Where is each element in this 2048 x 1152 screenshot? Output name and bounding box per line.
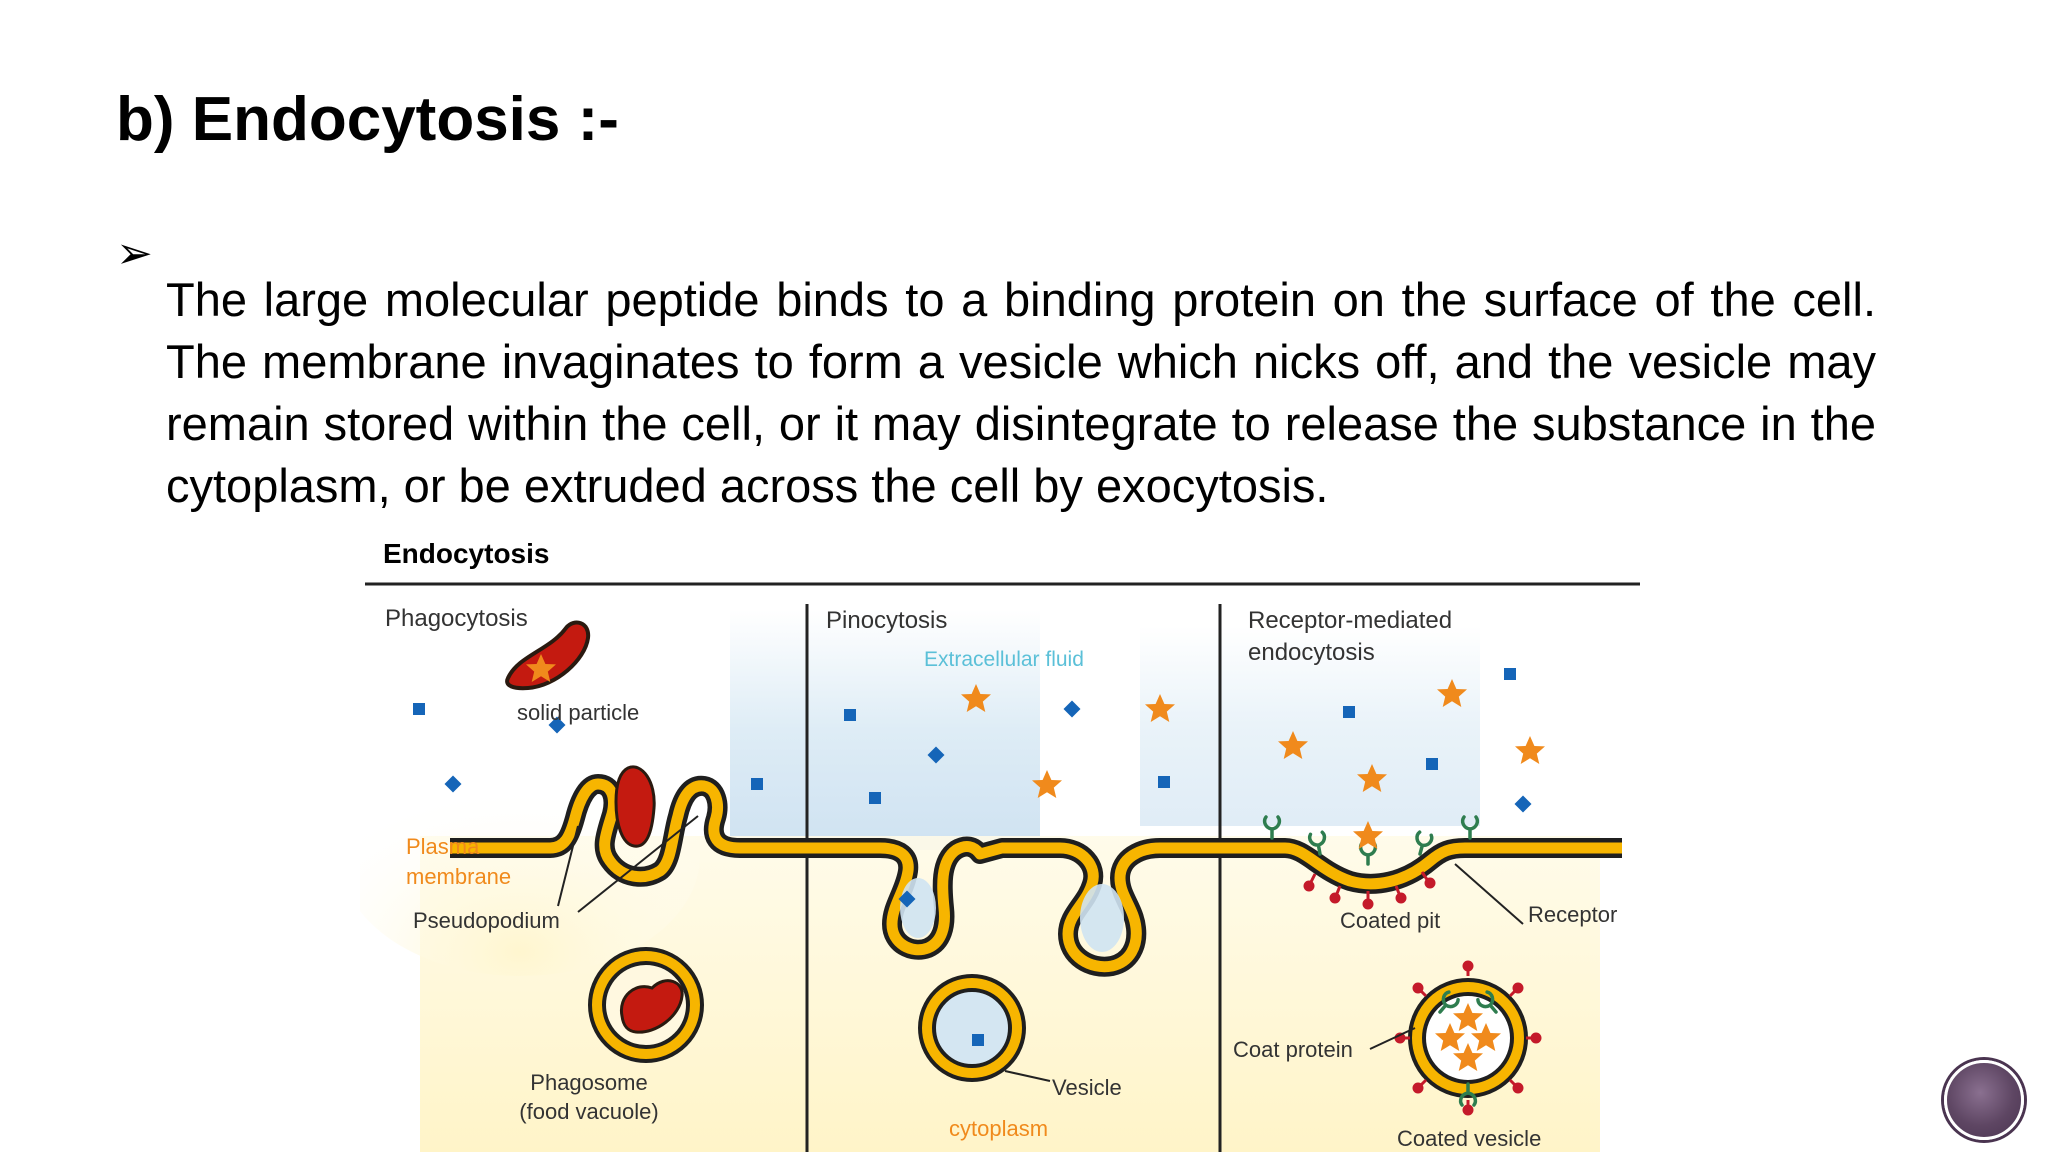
plasma-label: Plasma bbox=[406, 834, 480, 859]
coated-vesicle bbox=[1394, 960, 1542, 1116]
pino-pocket-2 bbox=[1080, 884, 1124, 952]
arrow-bullet-icon: ➢ bbox=[116, 229, 153, 278]
molecules-squares bbox=[413, 668, 1516, 804]
pino-pocket-1 bbox=[900, 878, 936, 938]
receptor-extracellular-wash bbox=[1140, 626, 1480, 826]
membrane-label: membrane bbox=[406, 864, 511, 889]
receptor-heading-line1: Receptor-mediated bbox=[1248, 607, 1452, 634]
receptor-heading-line2: endocytosis bbox=[1248, 639, 1375, 666]
plasma-membrane bbox=[450, 774, 1622, 977]
bullet-text: The large molecular peptide binds to a b… bbox=[166, 273, 1876, 512]
endocytosis-svg: Endocytosis Phagocytosis Pinocytosis Rec… bbox=[360, 538, 1640, 1152]
solid-particle-engulfed bbox=[614, 765, 656, 848]
endocytosis-diagram: Endocytosis Phagocytosis Pinocytosis Rec… bbox=[360, 536, 1640, 1152]
leader-lines bbox=[557, 815, 1524, 1082]
slide-nav-button[interactable] bbox=[1944, 1060, 2024, 1140]
slide-title: b) Endocytosis :- bbox=[116, 85, 619, 154]
solid-particle-label: solid particle bbox=[517, 700, 639, 725]
pinocytosis-heading: Pinocytosis bbox=[826, 607, 947, 634]
phagosome-label: Phagosome bbox=[530, 1070, 647, 1095]
figure-title: Endocytosis bbox=[383, 538, 549, 569]
phagosome bbox=[588, 947, 704, 1063]
cytoplasm-label: cytoplasm bbox=[949, 1116, 1048, 1141]
coat-protein-label: Coat protein bbox=[1233, 1037, 1353, 1062]
extracellular-fluid-label: Extracellular fluid bbox=[924, 648, 1084, 671]
molecules-diamonds bbox=[444, 700, 1532, 908]
coated-pit-label: Coated pit bbox=[1340, 908, 1440, 933]
phagocytosis-heading: Phagocytosis bbox=[385, 605, 528, 632]
food-vacuole-label: (food vacuole) bbox=[519, 1099, 658, 1124]
vesicle-label: Vesicle bbox=[1052, 1075, 1122, 1100]
bullet-paragraph: ➢ The large molecular peptide binds to a… bbox=[116, 222, 1876, 564]
coated-vesicle-label: Coated vesicle bbox=[1397, 1126, 1541, 1151]
receptor-label: Receptor bbox=[1528, 902, 1617, 927]
coated-pit bbox=[1262, 815, 1480, 910]
pino-extracellular-wash bbox=[730, 610, 1040, 850]
pino-vesicle bbox=[918, 974, 1026, 1082]
pseudopodium-label: Pseudopodium bbox=[413, 908, 560, 933]
solid-particle-free bbox=[505, 620, 591, 691]
